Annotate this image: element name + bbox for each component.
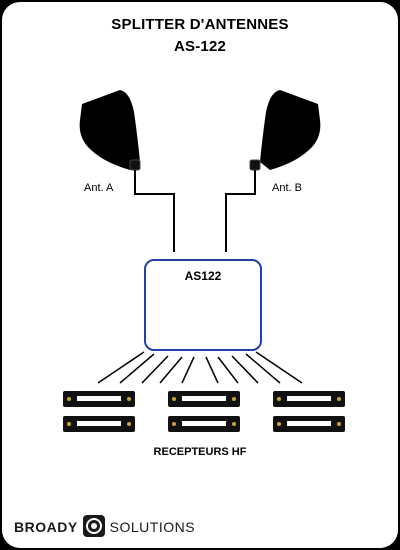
brand-logo: BROADY SOLUTIONS bbox=[14, 514, 196, 541]
brand-name-part1: BROADY bbox=[14, 519, 78, 535]
receiver-unit bbox=[273, 391, 345, 407]
splitter-box: AS122 bbox=[144, 259, 262, 351]
page-title: SPLITTER D'ANTENNES bbox=[111, 16, 289, 33]
target-logo-icon bbox=[82, 514, 106, 541]
receiver-unit bbox=[168, 391, 240, 407]
cable-b bbox=[225, 170, 256, 252]
cable-a bbox=[134, 170, 175, 252]
antenna-a-label: Ant. A bbox=[84, 182, 114, 194]
receiver-unit bbox=[63, 416, 135, 432]
page-subtitle: AS-122 bbox=[173, 38, 227, 55]
antenna-a-icon bbox=[79, 90, 141, 171]
receiver-unit bbox=[63, 391, 135, 407]
brand-name-part2: SOLUTIONS bbox=[109, 519, 196, 535]
splitter-label: AS122 bbox=[184, 269, 222, 283]
antenna-b-icon bbox=[249, 90, 321, 171]
receiver-cables bbox=[97, 351, 303, 384]
receivers-label: RECEPTEURS HF bbox=[153, 446, 247, 458]
antenna-b-label: Ant. B bbox=[272, 182, 302, 194]
receiver-unit bbox=[273, 416, 345, 432]
receiver-unit bbox=[168, 416, 240, 432]
